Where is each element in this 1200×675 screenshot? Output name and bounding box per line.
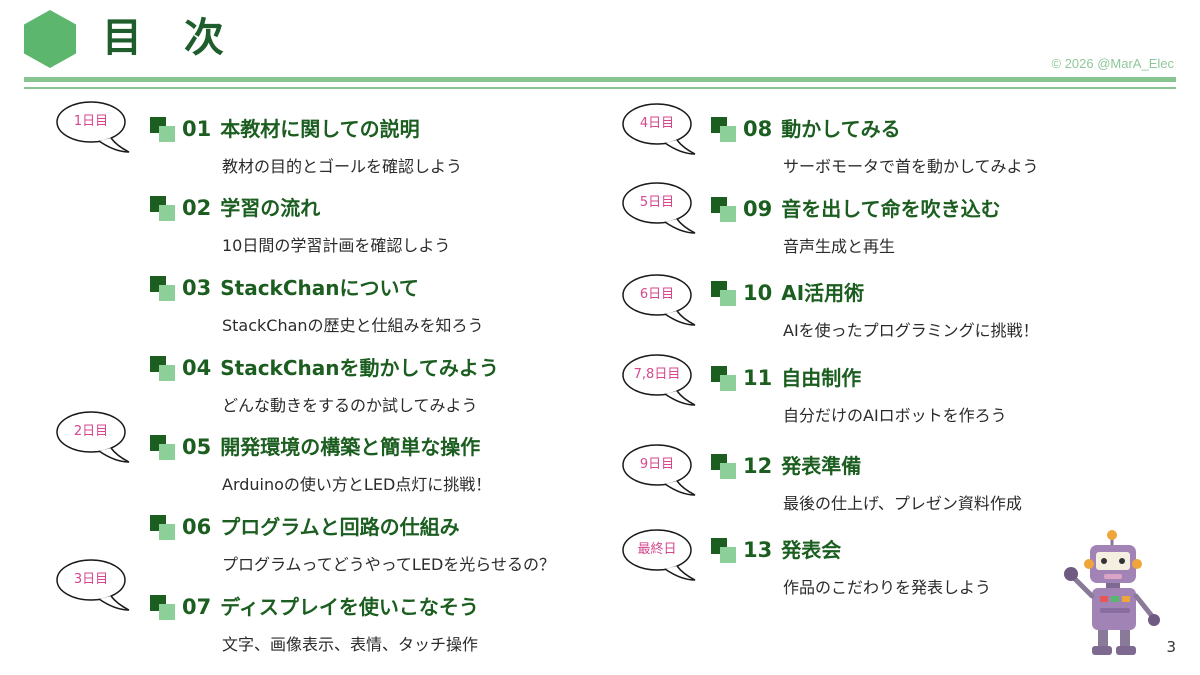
day-bubble-final: 最終日	[621, 528, 703, 592]
item-subtitle: どんな動きをするのか試してみよう	[222, 396, 478, 415]
item-title: 音を出して命を吹き込む	[781, 197, 1001, 221]
robot-mascot-icon	[1064, 530, 1160, 655]
item-subtitle: 自分だけのAIロボットを作ろう	[783, 406, 1007, 425]
item-title: StackChanについて	[220, 276, 419, 300]
square-bullet-icon	[150, 356, 176, 382]
square-bullet-icon	[150, 196, 176, 222]
item-number: 03	[182, 276, 212, 300]
day-bubble-9: 9日目	[621, 443, 703, 507]
day-bubble-label: 2日目	[73, 424, 109, 439]
square-bullet-icon	[711, 197, 737, 223]
item-number: 02	[182, 196, 212, 220]
item-subtitle: 10日間の学習計画を確認しよう	[222, 236, 451, 255]
item-number: 06	[182, 515, 212, 539]
item-subtitle: AIを使ったプログラミングに挑戦！	[783, 321, 1039, 340]
item-title: StackChanを動かしてみよう	[220, 356, 499, 380]
item-number: 04	[182, 356, 212, 380]
item-number: 10	[743, 281, 773, 305]
square-bullet-icon	[150, 117, 176, 143]
day-bubble-label: 9日目	[639, 457, 675, 472]
item-title: ディスプレイを使いこなそう	[220, 595, 479, 619]
item-number: 09	[743, 197, 773, 221]
copyright-text: © 2026 @MarA_Elec	[1051, 56, 1175, 71]
day-bubble-3: 3日目	[55, 558, 137, 622]
day-bubble-label: 7,8日目	[633, 367, 681, 382]
item-subtitle: StackChanの歴史と仕組みを知ろう	[222, 316, 484, 335]
item-subtitle: 音声生成と再生	[783, 237, 896, 256]
page-number: 3	[1166, 638, 1176, 656]
item-title: 本教材に関しての説明	[220, 117, 420, 141]
item-number: 01	[182, 117, 212, 141]
item-subtitle: 教材の目的とゴールを確認しよう	[222, 157, 463, 176]
item-title: 学習の流れ	[220, 196, 321, 220]
square-bullet-icon	[711, 366, 737, 392]
item-number: 07	[182, 595, 212, 619]
item-title: 動かしてみる	[781, 117, 901, 141]
day-bubble-5: 5日目	[621, 181, 703, 245]
item-subtitle: プログラムってどうやってLEDを光らせるの？	[222, 555, 555, 574]
day-bubble-label: 最終日	[637, 542, 677, 557]
item-subtitle: Arduinoの使い方とLED点灯に挑戦！	[222, 475, 492, 494]
day-bubble-1: 1日目	[55, 100, 137, 164]
item-title: 発表準備	[781, 454, 862, 478]
day-bubble-7-8: 7,8日目	[621, 353, 703, 417]
header-rule-thick	[24, 77, 1176, 82]
item-subtitle: 作品のこだわりを発表しよう	[783, 578, 992, 597]
square-bullet-icon	[150, 276, 176, 302]
square-bullet-icon	[711, 454, 737, 480]
square-bullet-icon	[711, 538, 737, 564]
item-title: AI活用術	[781, 281, 865, 305]
square-bullet-icon	[150, 595, 176, 621]
day-bubble-2: 2日目	[55, 410, 137, 474]
header-rule-thin	[24, 87, 1176, 89]
item-number: 13	[743, 538, 773, 562]
day-bubble-label: 1日目	[73, 114, 109, 129]
item-title: プログラムと回路の仕組み	[220, 515, 460, 539]
square-bullet-icon	[150, 435, 176, 461]
page-title: 目 次	[102, 15, 238, 61]
item-number: 08	[743, 117, 773, 141]
item-title: 開発環境の構築と簡単な操作	[220, 435, 481, 459]
square-bullet-icon	[711, 117, 737, 143]
day-bubble-label: 3日目	[73, 572, 109, 587]
item-number: 11	[743, 366, 773, 390]
item-number: 05	[182, 435, 212, 459]
day-bubble-label: 5日目	[639, 195, 675, 210]
square-bullet-icon	[150, 515, 176, 541]
item-number: 12	[743, 454, 773, 478]
hexagon-logo-icon	[24, 10, 76, 68]
item-subtitle: 文字、画像表示、表情、タッチ操作	[222, 635, 479, 654]
square-bullet-icon	[711, 281, 737, 307]
item-title: 自由制作	[781, 366, 862, 390]
day-bubble-4: 4日目	[621, 102, 703, 166]
day-bubble-label: 4日目	[639, 116, 675, 131]
day-bubble-label: 6日目	[639, 287, 675, 302]
item-subtitle: 最後の仕上げ、プレゼン資料作成	[783, 494, 1022, 513]
item-title: 発表会	[781, 538, 842, 562]
item-subtitle: サーボモータで首を動かしてみよう	[783, 157, 1039, 176]
day-bubble-6: 6日目	[621, 273, 703, 337]
